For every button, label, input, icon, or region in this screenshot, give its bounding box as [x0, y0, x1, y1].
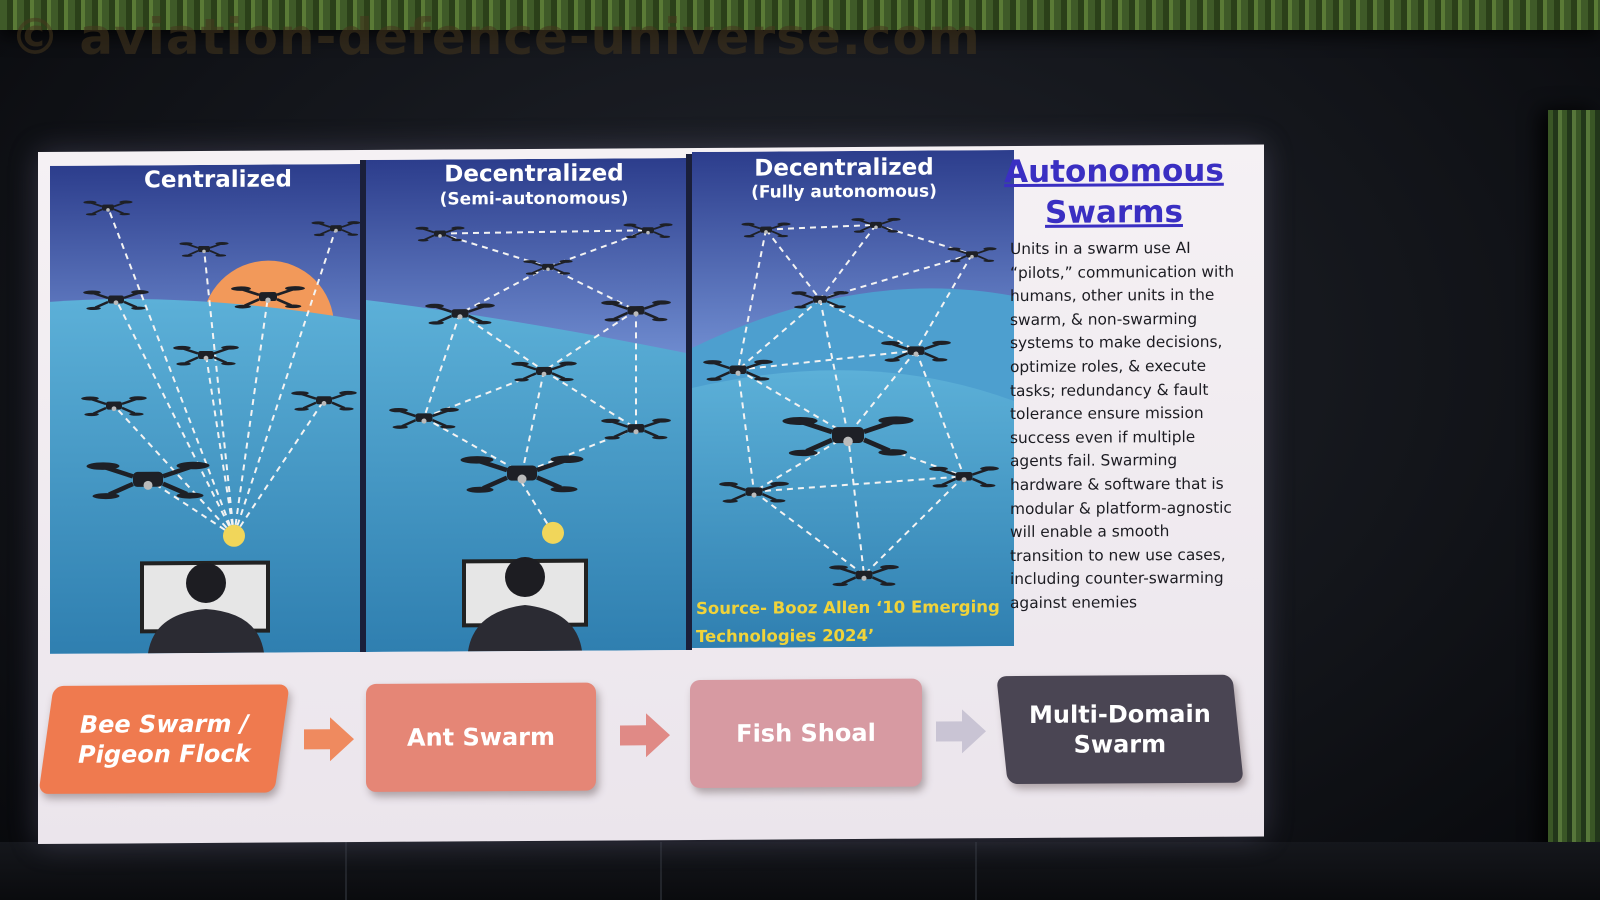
- swarm-illustration: Centralized Decentralized (Semi-autonomo…: [50, 150, 1014, 654]
- side-heading-line: Swarms: [1045, 194, 1183, 231]
- side-description: Units in a swarm use AI “pilots,” commun…: [1010, 238, 1235, 612]
- drone-icon: [511, 361, 577, 382]
- drone-icon: [601, 418, 671, 440]
- stage-label: Swarm: [1073, 730, 1167, 759]
- drone-icon: [231, 286, 305, 309]
- drone-icon: [782, 416, 914, 457]
- panel-title: Decentralized: [444, 160, 623, 187]
- operator-body: [468, 605, 582, 652]
- auditorium-floor: [0, 842, 1600, 900]
- panel-title: Centralized: [144, 166, 292, 193]
- floor-divider: [660, 842, 662, 900]
- drone-icon: [291, 390, 357, 411]
- panel-centralized: [50, 164, 360, 654]
- stage-bee-swarm: Bee Swarm /Pigeon Flock: [38, 684, 290, 794]
- drone-icon: [791, 291, 849, 309]
- drone-icon: [389, 407, 459, 429]
- top-curtain: [0, 0, 1600, 30]
- drone-icon: [851, 217, 901, 233]
- drone-icon: [179, 241, 229, 257]
- side-heading-line: Autonomous: [1004, 152, 1224, 191]
- stage-label: Multi-Domain: [1029, 699, 1211, 729]
- projection-screen: Centralized Decentralized (Semi-autonomo…: [38, 144, 1264, 845]
- stage-label: Bee Swarm /: [79, 709, 249, 739]
- drone-icon: [425, 303, 495, 325]
- drone-icon: [86, 461, 210, 500]
- right-curtain: [1548, 110, 1600, 900]
- panel-fully-autonomous: [692, 150, 1014, 649]
- panel-subtitle: (Fully autonomous): [751, 182, 937, 203]
- panel-subtitle: (Semi-autonomous): [440, 188, 629, 209]
- stage-label: Fish Shoal: [736, 718, 876, 748]
- floor-divider: [975, 842, 977, 900]
- operator-head: [186, 562, 226, 603]
- drone-icon: [83, 290, 149, 311]
- source-credit: Source- Booz Allen ‘10 Emerging: [696, 597, 1000, 618]
- drone-icon: [83, 200, 133, 216]
- floor-divider: [345, 842, 347, 900]
- stage-fish-shoal: Fish Shoal: [690, 678, 922, 789]
- panel-title: Decentralized: [754, 155, 933, 182]
- stage-label: Pigeon Flock: [77, 739, 251, 769]
- drone-icon: [173, 345, 239, 366]
- drone-icon: [523, 259, 573, 275]
- drone-icon: [81, 396, 147, 417]
- source-credit: Technologies 2024’: [696, 626, 874, 646]
- drone-icon: [601, 300, 671, 322]
- side-heading: Autonomous Swarms: [1004, 151, 1224, 234]
- watermark: © aviation-defence-universe.com: [10, 8, 981, 66]
- drone-icon: [829, 565, 899, 587]
- drone-icon: [311, 221, 360, 237]
- drone-icon: [623, 223, 673, 239]
- stage-label: Ant Swarm: [407, 722, 555, 752]
- drone-icon: [719, 481, 789, 503]
- operator-head: [505, 557, 545, 598]
- operator-body: [148, 608, 264, 654]
- panel-semi-autonomous: [366, 158, 686, 652]
- drone-icon: [929, 466, 999, 488]
- stage-ant-swarm: Ant Swarm: [366, 682, 596, 792]
- drone-icon: [741, 222, 791, 238]
- drone-icon: [703, 359, 773, 381]
- drone-icon: [881, 340, 951, 362]
- drone-icon: [415, 226, 465, 242]
- drone-icon: [947, 247, 997, 263]
- drone-icon: [460, 455, 584, 493]
